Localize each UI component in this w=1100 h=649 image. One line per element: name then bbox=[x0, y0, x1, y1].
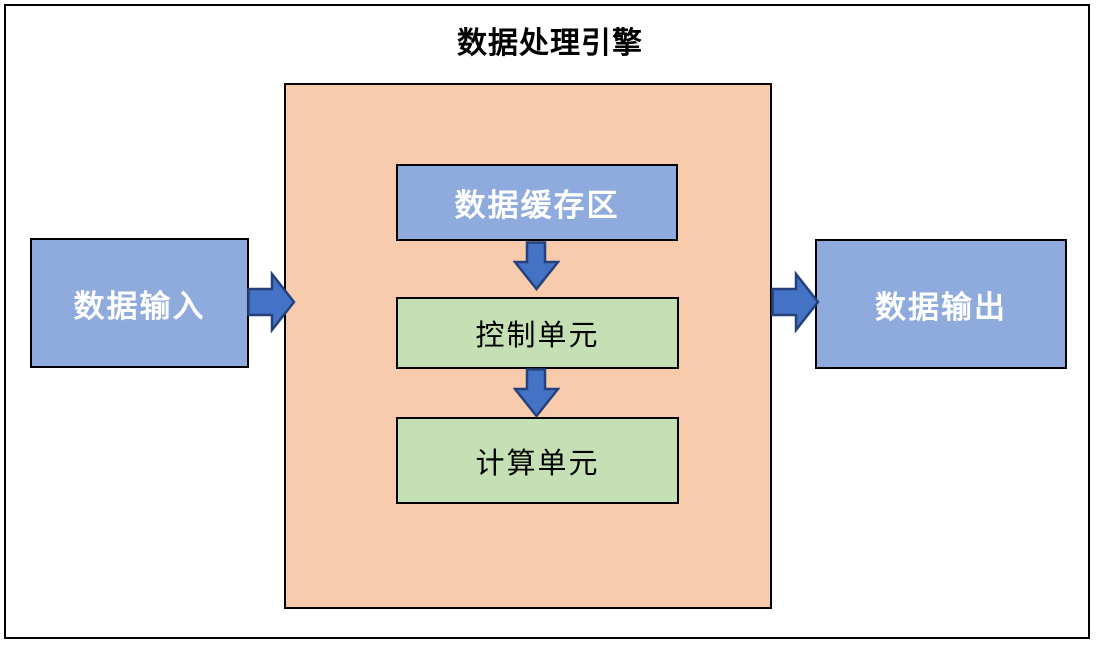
node-data-buffer-label: 数据缓存区 bbox=[454, 188, 620, 223]
arrow-right-icon bbox=[247, 271, 296, 333]
engine-container: 数据缓存区 控制单元 计算单元 bbox=[284, 83, 772, 609]
node-compute-unit-label: 计算单元 bbox=[475, 447, 600, 480]
node-compute-unit: 计算单元 bbox=[396, 417, 679, 504]
node-control-unit-label: 控制单元 bbox=[475, 320, 600, 352]
diagram-title: 数据处理引擎 bbox=[457, 27, 643, 60]
arrow-down-icon bbox=[513, 368, 560, 419]
arrow-right-icon bbox=[771, 271, 820, 333]
node-control-unit: 控制单元 bbox=[396, 297, 679, 369]
node-data-buffer: 数据缓存区 bbox=[396, 164, 678, 241]
node-data-input: 数据输入 bbox=[30, 238, 249, 368]
arrow-down-icon bbox=[513, 241, 560, 292]
node-data-output-label: 数据输出 bbox=[875, 289, 1007, 325]
node-data-output: 数据输出 bbox=[815, 239, 1067, 369]
node-data-input-label: 数据输入 bbox=[73, 288, 206, 324]
